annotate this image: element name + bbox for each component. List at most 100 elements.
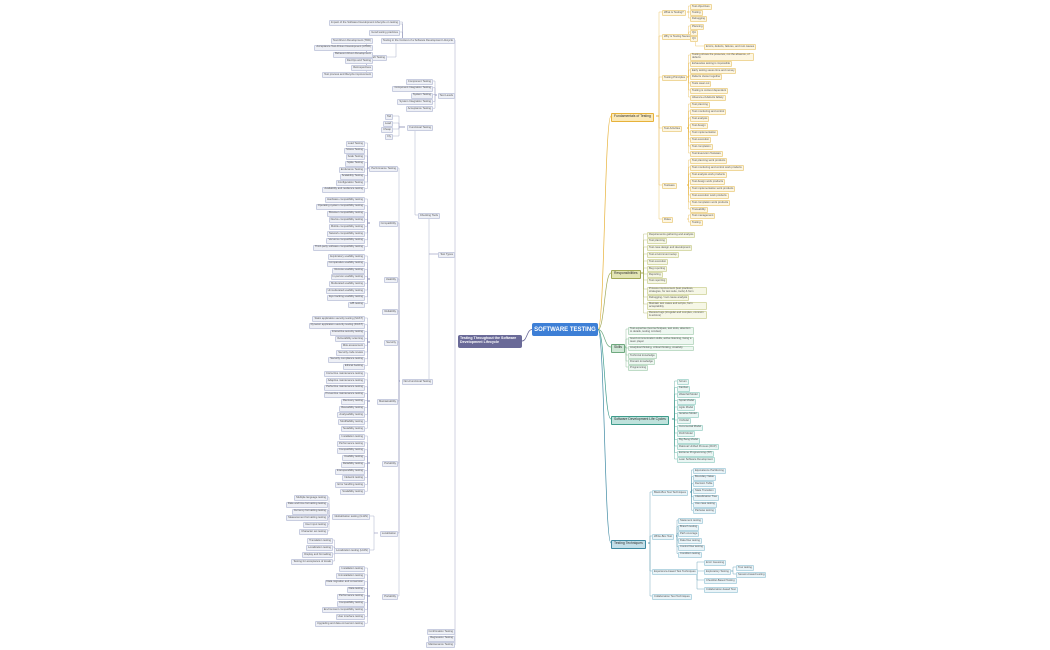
left-leaf[interactable]: Usability testing [342,454,365,461]
left-leaf[interactable]: Data migration and conversion [324,579,365,586]
fund-group-2[interactable]: Testing Principles [662,75,687,81]
skill-leaf[interactable]: Good communication skills, active listen… [628,337,694,345]
fund-leaf[interactable]: Traceability [690,207,708,213]
left-leaf[interactable]: Test-Driven Development (TDD) [330,38,373,44]
fund-leaf[interactable]: Testing [690,10,703,16]
left-node[interactable]: Reliability [382,309,398,315]
left-node[interactable]: Functional Testing [407,125,433,131]
left-leaf[interactable]: Ethical hacking [342,363,365,370]
left-leaf[interactable]: Moderated usability testing [329,281,365,288]
tech-group-1[interactable]: White-Box Test [652,534,675,540]
branch-fundamentals[interactable]: Fundamentals of Testing [611,112,654,122]
left-node[interactable]: Non-Functional Testing [401,379,433,385]
left-leaf[interactable]: Spike Testing [345,160,365,167]
fund-leaf[interactable]: Test completion work products [690,200,731,206]
fund-leaf[interactable]: Planning [690,24,705,30]
fund-leaf[interactable]: Test analysis work products [690,172,727,178]
tech-leaf[interactable]: Tour testing [736,565,754,571]
fund-leaf[interactable]: Test monitoring and control [690,109,727,115]
tech-leaf[interactable]: Boundary Value [693,474,716,481]
left-leaf[interactable]: Installation testing [339,434,365,440]
left-leaf[interactable]: Cheap [381,127,393,133]
left-leaf[interactable]: Compatibility testing [336,600,365,607]
fund-leaf[interactable]: Test design work products [690,179,726,185]
left-leaf[interactable]: Soak Testing [345,154,365,160]
tech-leaf[interactable]: Collaboration-based Test [704,587,738,593]
fund-leaf[interactable]: Test execution [690,137,712,143]
left-leaf[interactable]: Comparative usability testing [326,260,365,267]
fund-leaf[interactable]: Exhaustive testing is impossible [690,61,732,67]
left-leaf[interactable]: Upgrading and data conversion testing [314,621,365,628]
sdlc-leaf[interactable]: Rational Unified Process (RUP) [677,444,719,450]
branch-techniques[interactable]: Testing Techniques [611,539,646,549]
sdlc-leaf[interactable]: RAD Model [677,431,695,437]
left-leaf[interactable]: Installation testing [339,566,365,572]
left-leaf[interactable]: Endurance Testing [338,167,365,173]
left-leaf[interactable]: In-person usability testing [330,274,365,281]
root-node[interactable]: SOFTWARE TESTING [532,323,598,336]
skill-leaf[interactable]: Analytical thinking, critical thinking, … [628,346,694,351]
left-leaf[interactable]: Mobile compatibility testing [328,224,365,231]
resp-leaf[interactable]: Test case design and development [647,245,693,251]
skill-leaf[interactable]: Technical knowledge [628,353,657,359]
left-leaf[interactable]: Static application security testing (SAS… [312,316,365,322]
left-leaf[interactable]: Testing for acceptance of locale [291,559,333,565]
left-leaf[interactable]: Measurement formatting testing [286,515,328,522]
fund-leaf[interactable]: Test design [690,123,708,129]
left-node[interactable]: Globalization testing (G11N) [332,514,370,520]
left-leaf[interactable]: Hardware compatibility testing [325,197,365,203]
fund-leaf[interactable]: Absence-of-defects fallacy [690,95,726,101]
left-leaf[interactable]: Vulnerability scanning [334,336,365,343]
left-leaf[interactable]: Versions compatibility testing [326,237,365,244]
tech-leaf[interactable]: Path coverage [678,531,700,538]
tech-leaf[interactable]: Statement testing [678,518,703,524]
fund-leaf[interactable]: Test analysis [690,116,710,122]
left-leaf[interactable]: Component Integration Testing [392,85,433,92]
left-leaf[interactable]: Reliability testing [340,461,365,468]
fund-group-4[interactable]: Testware [662,183,677,189]
left-leaf[interactable]: Test process and lifecycle improvement [322,72,373,78]
tech-leaf[interactable]: Equivalence Partitioning [693,468,726,474]
tech-group-0[interactable]: Black-Box Test Techniques [652,490,689,496]
fund-leaf[interactable]: Errors, defects, failures, and root caus… [704,44,757,50]
left-leaf[interactable]: Tail [384,114,393,120]
fund-leaf[interactable]: QC [690,36,699,42]
left-node[interactable]: Maintenance Testing [426,642,455,648]
fund-leaf[interactable]: Test planning work products [690,158,728,164]
left-leaf[interactable]: Recovery testing [340,398,365,405]
tech-leaf[interactable]: Checklist-Based Testing [704,578,737,584]
left-leaf[interactable]: Configuration Testing [335,180,365,186]
fund-leaf[interactable]: Test monitoring and control work product… [690,165,744,171]
left-leaf[interactable]: Compatibility testing [336,447,365,454]
fund-leaf[interactable]: Early testing saves time and money [690,68,737,74]
sdlc-leaf[interactable]: Big Bang Model [677,437,700,444]
sdlc-leaf[interactable]: Iterative Model [677,411,699,418]
left-node[interactable]: Maintainability [376,399,398,405]
fund-group-3[interactable]: Test Activities [662,126,683,132]
resp-leaf[interactable]: Test reporting [647,278,668,284]
left-node[interactable]: Confirmation Testing [426,629,455,635]
fund-leaf[interactable]: Testing [690,220,703,226]
left-node[interactable]: Compatibility [378,221,398,227]
left-leaf[interactable]: Fly [385,134,393,140]
left-leaf[interactable]: Data testing [346,586,365,593]
left-leaf[interactable]: System Integration Testing [397,99,433,106]
sdlc-leaf[interactable]: V-Model [677,418,691,424]
resp-leaf[interactable]: Reporting [647,272,663,278]
fund-leaf[interactable]: Test completion [690,144,713,150]
left-node[interactable]: Regression Testing [428,635,455,642]
fund-leaf[interactable]: Test Execution Testware [690,151,723,157]
sdlc-leaf[interactable]: Incremental Model [677,424,704,431]
left-node[interactable]: Portability [382,461,398,467]
left-leaf[interactable]: User input testing [303,522,328,529]
fund-leaf[interactable]: Testing shows the presence, not the abse… [690,53,754,61]
left-leaf[interactable]: A/B testing [348,301,365,308]
left-node[interactable]: Localization [379,531,398,537]
left-leaf[interactable]: Localization testing [306,545,333,551]
left-leaf[interactable]: Error handling testing [335,482,365,489]
fund-leaf[interactable]: Debugging [690,16,708,22]
left-leaf[interactable]: Preventive maintenance testing [323,391,365,398]
sdlc-leaf[interactable]: Agile Model [677,405,696,411]
left-node[interactable]: Testing in the Context of a Software Dev… [380,38,455,44]
fund-leaf[interactable]: Test objectives [690,4,712,10]
